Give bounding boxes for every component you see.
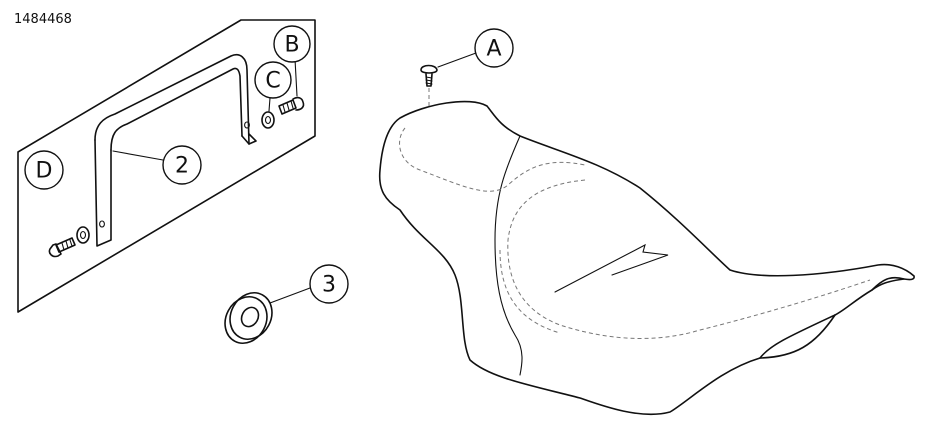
callout-b-label: B [284,33,299,58]
callout-2-label: 2 [175,154,189,179]
bolt-d [48,237,76,258]
callout-c: C [254,61,292,99]
kit-inset-panel [17,19,316,313]
leader-a [437,52,477,68]
part-number-label: 1484468 [14,12,72,27]
screw-a [420,64,438,108]
callout-2: 2 [162,145,202,185]
callout-a-label: A [486,37,501,62]
leader-b [294,58,298,97]
leader-c [268,97,271,112]
bolt-b [278,96,305,115]
leader-3 [269,287,311,304]
callout-a: A [474,28,514,68]
callout-d-label: D [36,159,53,184]
motorcycle-seat [378,100,915,416]
leader-2 [112,150,164,161]
grommet-3 [224,292,273,344]
washer-d [76,226,90,244]
callout-3: 3 [309,264,349,304]
washer-c [261,111,275,129]
callout-3-label: 3 [322,273,336,298]
callout-b: B [273,25,311,63]
callout-c-label: C [265,69,280,94]
callout-d: D [24,150,64,190]
seat-strap-bracket [94,54,257,247]
